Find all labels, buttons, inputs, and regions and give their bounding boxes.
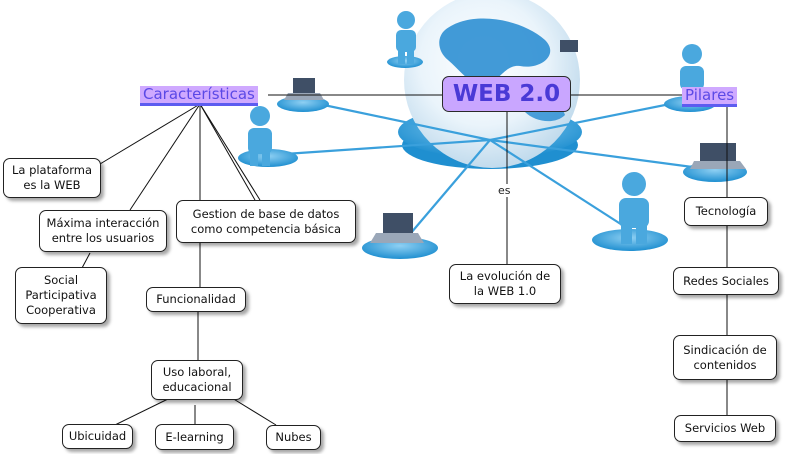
node-la-plataforma: La plataforma es la WEB [3, 158, 101, 198]
person-icon [396, 11, 416, 64]
laptop-icon [690, 143, 746, 169]
node-gestion-base-datos: Gestion de base de datos como competenci… [176, 200, 356, 243]
node-funcionalidad: Funcionalidad [146, 287, 246, 312]
node-ubicuidad: Ubicuidad [62, 424, 133, 449]
node-evolucion-web: La evolución de la WEB 1.0 [449, 264, 561, 304]
node-e-learning: E-learning [155, 424, 234, 450]
node-social-participativa: Social Participativa Cooperativa [15, 267, 107, 324]
person-icon [619, 172, 649, 244]
network-spokes [269, 98, 716, 241]
node-uso-laboral: Uso laboral, educacional [151, 360, 243, 400]
node-servicios-web: Servicios Web [674, 415, 776, 442]
laptop-icon [560, 40, 578, 52]
link-label-es: es [498, 184, 511, 197]
left-heading-caracteristicas: Características [140, 86, 258, 106]
node-nubes: Nubes [266, 425, 321, 450]
globe-continent [439, 18, 551, 85]
central-title: WEB 2.0 [442, 76, 571, 112]
right-heading-pilares: Pilares [682, 87, 738, 107]
node-redes-sociales: Redes Sociales [673, 267, 779, 295]
node-maxima-interaccion: Máxima interacción entre los usuarios [39, 210, 167, 252]
node-sindicacion-contenidos: Sindicación de contenidos [673, 335, 777, 380]
person-icon [248, 106, 272, 166]
node-tecnologia: Tecnología [684, 197, 768, 226]
laptop-icon [284, 78, 324, 100]
laptop-icon [370, 213, 424, 243]
